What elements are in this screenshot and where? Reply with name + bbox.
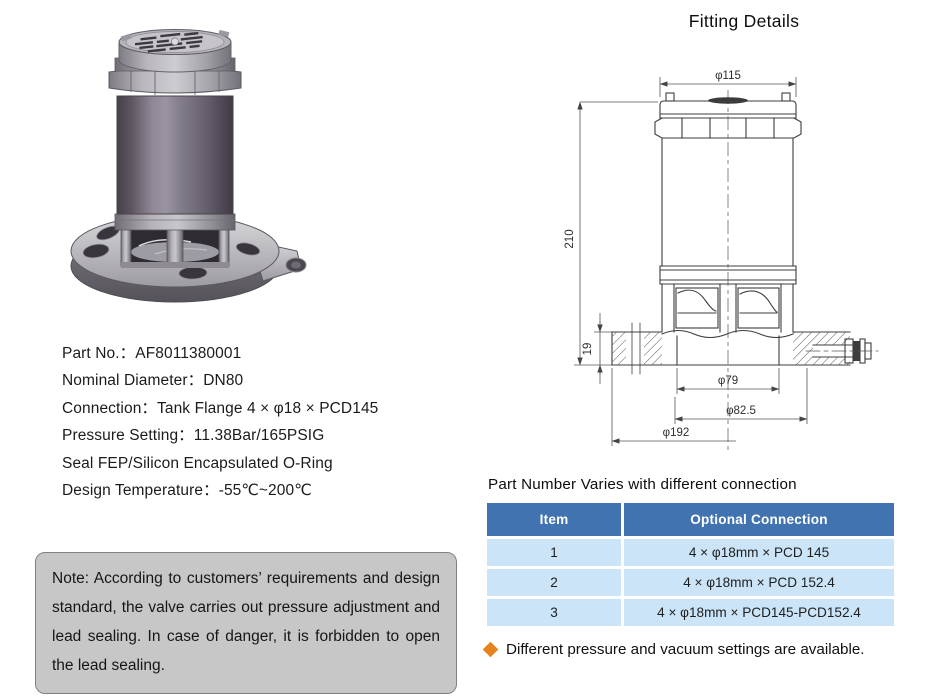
dim-phi82-label: φ82.5 bbox=[726, 405, 756, 417]
spec-design-temperature: Design Temperature：-55℃~200℃ bbox=[62, 482, 312, 500]
table-cell-item: 2 bbox=[487, 569, 621, 596]
spec-nominal-diameter: Nominal Diameter：DN80 bbox=[62, 372, 244, 390]
note-text: Note: According to customers’ requiremen… bbox=[52, 570, 440, 674]
table-header-connection: Optional Connection bbox=[624, 503, 894, 536]
spec-list: Part No.：AF8011380001 Nominal Diameter：D… bbox=[62, 340, 472, 504]
fitting-details-title: Fitting Details bbox=[688, 11, 800, 31]
flange-bolt-holes bbox=[82, 225, 261, 280]
fitting-drawing: φ115 210 19 φ79 φ82.5 φ192 bbox=[564, 70, 879, 452]
product-photo bbox=[70, 29, 307, 303]
table-cell-connection: 4 × φ18mm × PCD 145 bbox=[624, 539, 894, 566]
diamond-bullet-icon bbox=[482, 641, 499, 658]
table-row: 1 4 × φ18mm × PCD 145 bbox=[487, 539, 894, 566]
spec-seal: Seal FEP/Silicon Encapsulated O-Ring bbox=[62, 454, 333, 472]
dim-210-label: 210 bbox=[564, 229, 576, 248]
valve-cap bbox=[114, 29, 236, 73]
table-header-item: Item bbox=[487, 503, 621, 536]
spec-part-no: Part No.：AF8011380001 bbox=[62, 345, 242, 362]
spec-pressure-setting: Pressure Setting：11.38Bar/165PSIG bbox=[62, 427, 325, 445]
drawing-valve-outline bbox=[611, 92, 879, 375]
connection-table-title: Part Number Varies with different connec… bbox=[488, 476, 797, 493]
dim-phi192-label: φ192 bbox=[663, 427, 690, 439]
valve-cap-engraving bbox=[134, 32, 203, 53]
footnote: Different pressure and vacuum settings a… bbox=[482, 641, 865, 658]
drawing-dimensions bbox=[574, 77, 808, 446]
spec-connection: Connection：Tank Flange 4 × φ18 × PCD145 bbox=[62, 399, 379, 417]
valve-cage bbox=[120, 227, 230, 268]
table-cell-item: 3 bbox=[487, 599, 621, 626]
table-row: 3 4 × φ18mm × PCD145-PCD152.4 bbox=[487, 599, 894, 626]
table-cell-connection: 4 × φ18mm × PCD145-PCD152.4 bbox=[624, 599, 894, 626]
table-header-row: Item Optional Connection bbox=[487, 503, 894, 536]
dim-phi115-label: φ115 bbox=[715, 70, 741, 82]
dim-phi79-label: φ79 bbox=[718, 375, 738, 387]
valve-body bbox=[116, 95, 234, 215]
table-cell-item: 1 bbox=[487, 539, 621, 566]
table-row: 2 4 × φ18mm × PCD 152.4 bbox=[487, 569, 894, 596]
table-cell-connection: 4 × φ18mm × PCD 152.4 bbox=[624, 569, 894, 596]
valve-lower-ring bbox=[114, 213, 236, 231]
note-box: Note: According to customers’ requiremen… bbox=[35, 552, 457, 694]
connection-table: Item Optional Connection 1 4 × φ18mm × P… bbox=[487, 503, 894, 629]
dim-19-label: 19 bbox=[582, 343, 594, 356]
footnote-text: Different pressure and vacuum settings a… bbox=[506, 641, 865, 658]
